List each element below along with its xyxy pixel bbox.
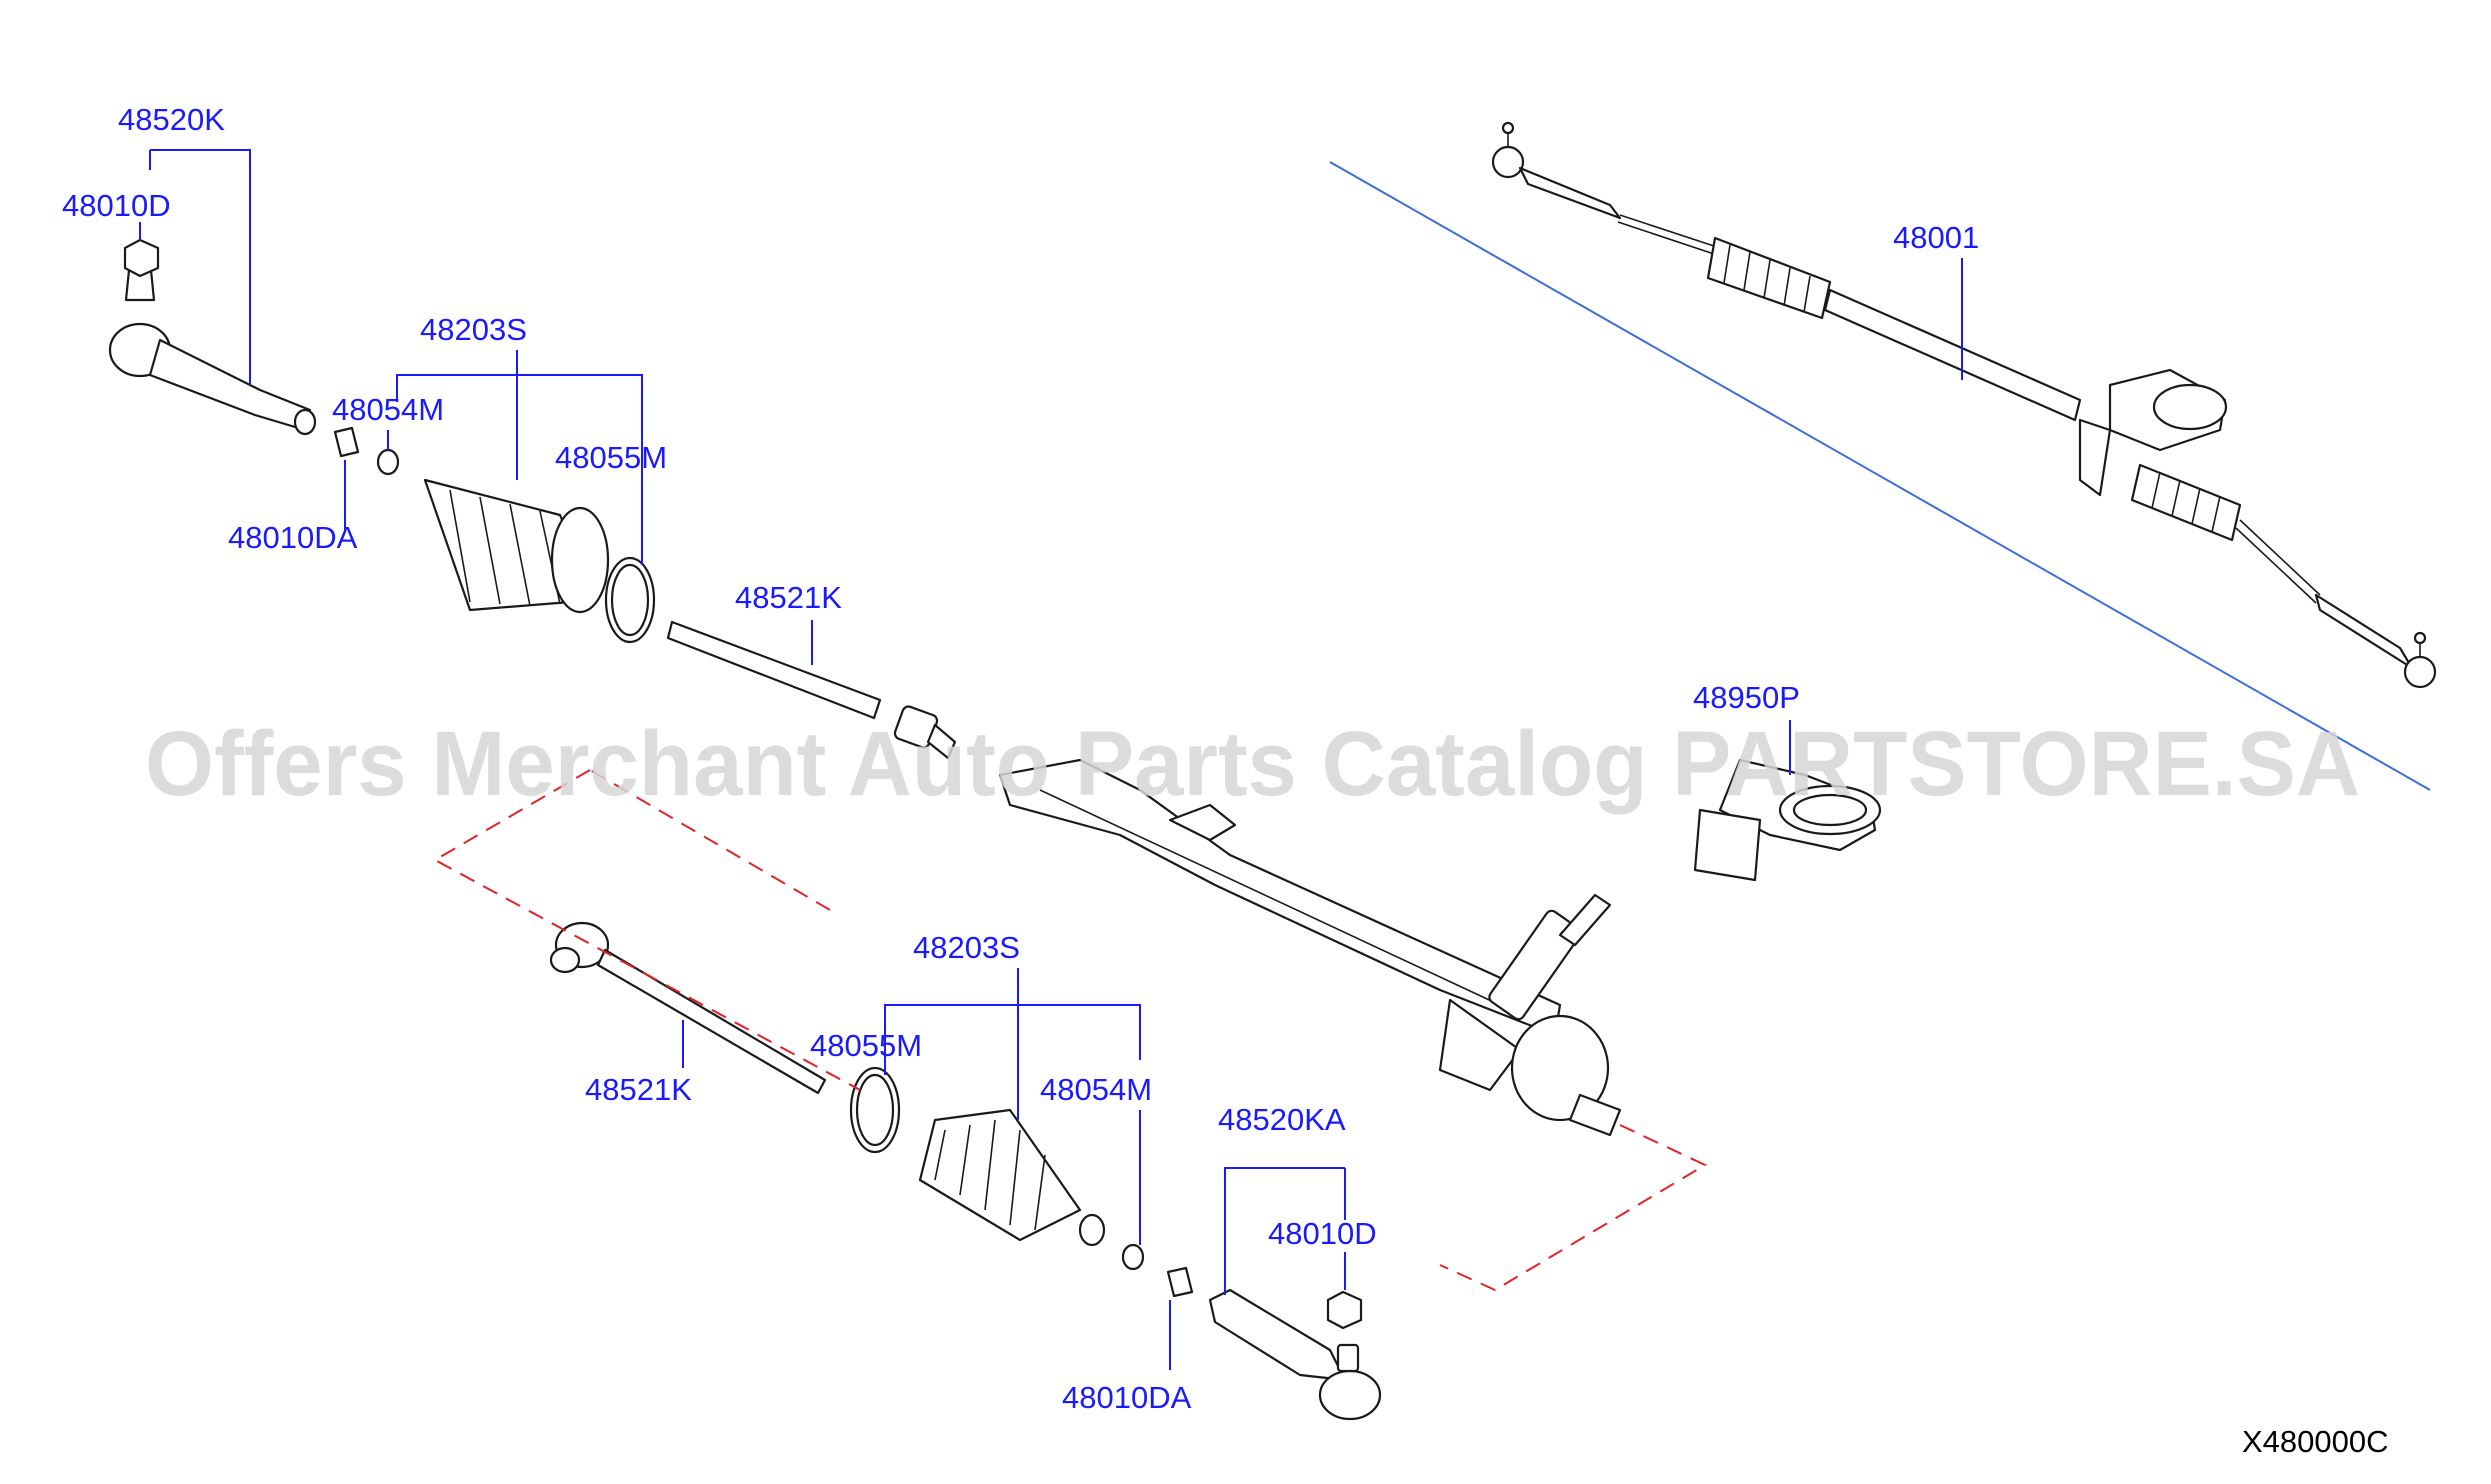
callout-48010DA-lower: 48010DA <box>1062 1380 1192 1415</box>
callout-48203S-lower: 48203S <box>913 930 1020 965</box>
callout-48010D-upper: 48010D <box>62 188 171 223</box>
reference-line <box>1329 161 2431 791</box>
lock-nut-upper-illustration <box>333 426 360 458</box>
hole-cover-illustration <box>1693 758 1882 882</box>
callout-48001: 48001 <box>1893 220 1979 255</box>
leader-lines <box>139 149 1963 1370</box>
callout-48010DA-upper: 48010DA <box>228 520 358 555</box>
callout-48010D-lower: 48010D <box>1268 1216 1377 1251</box>
clip-upper-illustration <box>376 448 400 476</box>
callout-48055M-upper: 48055M <box>555 440 667 475</box>
boot-upper-illustration <box>423 478 610 614</box>
band-lower-illustration <box>849 1066 901 1154</box>
callout-48055M-lower: 48055M <box>810 1028 922 1063</box>
callout-48054M-upper: 48054M <box>332 392 444 427</box>
callout-48521K-lower: 48521K <box>585 1072 692 1107</box>
diagram-code: X480000C <box>2242 1424 2389 1459</box>
boot-lower-illustration <box>918 1108 1106 1247</box>
nut-lower-illustration <box>1326 1290 1363 1330</box>
callout-48520KA: 48520KA <box>1218 1102 1346 1137</box>
callout-48950P: 48950P <box>1693 680 1800 715</box>
alignment-dash-left <box>432 769 861 1091</box>
nut-upper-illustration <box>123 238 160 278</box>
alignment-dash-right <box>1439 1124 1708 1292</box>
gear-assembly-illustration <box>1491 121 2437 689</box>
gear-housing-illustration <box>998 758 1622 1137</box>
clip-lower-illustration <box>1121 1243 1145 1271</box>
callout-48521K-upper: 48521K <box>735 580 842 615</box>
lock-nut-lower-illustration <box>1166 1266 1194 1298</box>
inner-socket-upper-illustration <box>666 620 957 760</box>
band-upper-illustration <box>604 556 656 644</box>
callout-48520K: 48520K <box>118 102 225 137</box>
callout-48054M-lower: 48054M <box>1040 1072 1152 1107</box>
tie-rod-end-lower-illustration <box>1208 1288 1382 1421</box>
inner-socket-lower-illustration <box>549 921 827 1095</box>
callout-48203S-upper: 48203S <box>420 312 527 347</box>
watermark: Offers Merchant Auto Parts Catalog PARTS… <box>145 713 2360 815</box>
